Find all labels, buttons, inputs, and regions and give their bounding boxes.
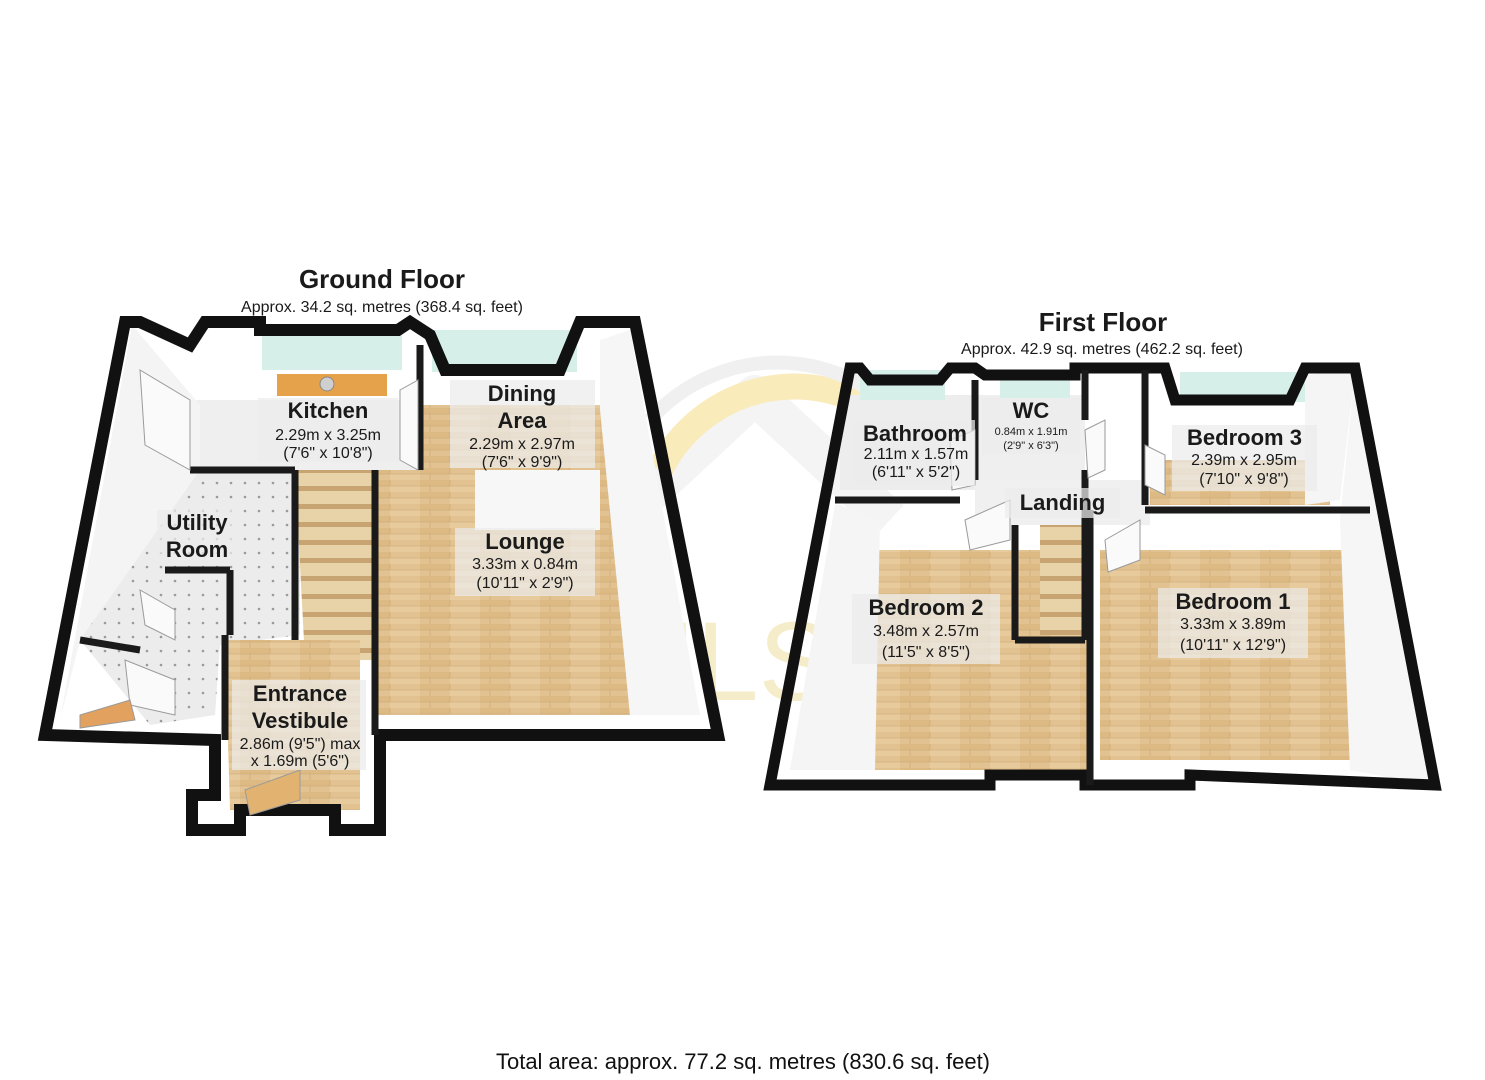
- room-dim-bedroom2-metric: 3.48m x 2.57m: [873, 623, 979, 640]
- room-dim-dining-metric: 2.29m x 2.97m: [469, 436, 575, 453]
- room-name-vestibule-line1: Entrance: [252, 681, 348, 706]
- room-name-dining-line2: Area: [497, 408, 547, 433]
- lounge-partition: [475, 470, 600, 530]
- door-wc: [1084, 419, 1106, 479]
- room-dim-vestibule-line1: 2.86m (9'5") max: [239, 736, 361, 753]
- room-dim-bedroom1-imperial: (10'11" x 12'9"): [1179, 637, 1287, 654]
- door-bedroom3: [1144, 444, 1166, 496]
- room-dim-bathroom-metric: 2.11m x 1.57m: [863, 446, 969, 463]
- room-dim-vestibule-line2: x 1.69m (5'6"): [250, 753, 350, 770]
- door-bedroom2: [964, 499, 1011, 551]
- ground-outer-walls: [37, 314, 726, 836]
- room-name-bedroom1: Bedroom 1: [1175, 589, 1291, 614]
- room-dim-dining-imperial: (7'6" x 9'9"): [481, 454, 563, 471]
- door-bedroom1: [1104, 519, 1141, 573]
- room-dim-bathroom-imperial: (6'11" x 5'2"): [871, 464, 961, 481]
- room-name-utility-line1: Utility: [166, 510, 228, 535]
- room-name-wc: WC: [1012, 398, 1050, 423]
- room-name-bedroom2: Bedroom 2: [868, 595, 984, 620]
- door-utility-2: [139, 589, 176, 641]
- ground-floor-area: Approx. 34.2 sq. metres (368.4 sq. feet): [241, 299, 523, 316]
- door-front: [244, 769, 301, 816]
- room-name-bedroom3: Bedroom 3: [1187, 425, 1302, 450]
- room-dim-bedroom3-metric: 2.39m x 2.95m: [1191, 452, 1297, 469]
- staircase: [295, 470, 375, 660]
- dining-inner-wall: [600, 330, 700, 715]
- kitchen-sink: [319, 376, 335, 392]
- first-floor-area: Approx. 42.9 sq. metres (462.2 sq. feet): [961, 341, 1243, 358]
- room-name-landing: Landing: [1019, 490, 1106, 515]
- room-dim-kitchen-metric: 2.29m x 3.25m: [275, 427, 381, 444]
- first-staircase: [1040, 525, 1085, 635]
- door-utility-1: [139, 369, 191, 471]
- bedroom3-inner-wall: [1305, 370, 1355, 505]
- door-kitchen: [399, 379, 419, 471]
- first-outer-walls: [763, 362, 1442, 791]
- kitchen-window: [262, 330, 402, 370]
- door-back: [124, 659, 176, 716]
- room-dim-bedroom3-imperial: (7'10" x 9'8"): [1199, 471, 1289, 488]
- room-dim-lounge-metric: 3.33m x 0.84m: [472, 556, 578, 573]
- room-name-dining-line1: Dining: [487, 381, 557, 406]
- room-dim-kitchen-imperial: (7'6" x 10'8"): [283, 445, 373, 462]
- room-dim-bedroom2-imperial: (11'5" x 8'5"): [881, 644, 971, 661]
- ground-floor-title: Ground Floor: [298, 264, 466, 294]
- room-name-bathroom: Bathroom: [863, 421, 967, 446]
- bedroom1-inner-wall: [1340, 370, 1430, 785]
- room-dim-lounge-imperial: (10'11" x 2'9"): [476, 575, 574, 592]
- room-dim-wc-metric: 0.84m x 1.91m: [994, 426, 1068, 438]
- bedroom2-inner-wall: [790, 505, 880, 770]
- door-garden: [79, 699, 136, 729]
- room-name-kitchen: Kitchen: [287, 398, 369, 423]
- room-name-utility-line2: Room: [165, 537, 229, 562]
- first-floor-title: First Floor: [1038, 307, 1168, 337]
- total-area: Total area: approx. 77.2 sq. metres (830…: [495, 1049, 991, 1074]
- room-dim-wc-imperial: (2'9" x 6'3"): [1003, 440, 1059, 452]
- room-dim-bedroom1-metric: 3.33m x 3.89m: [1180, 616, 1286, 633]
- room-name-lounge: Lounge: [485, 529, 565, 554]
- room-name-vestibule-line2: Vestibule: [251, 708, 349, 733]
